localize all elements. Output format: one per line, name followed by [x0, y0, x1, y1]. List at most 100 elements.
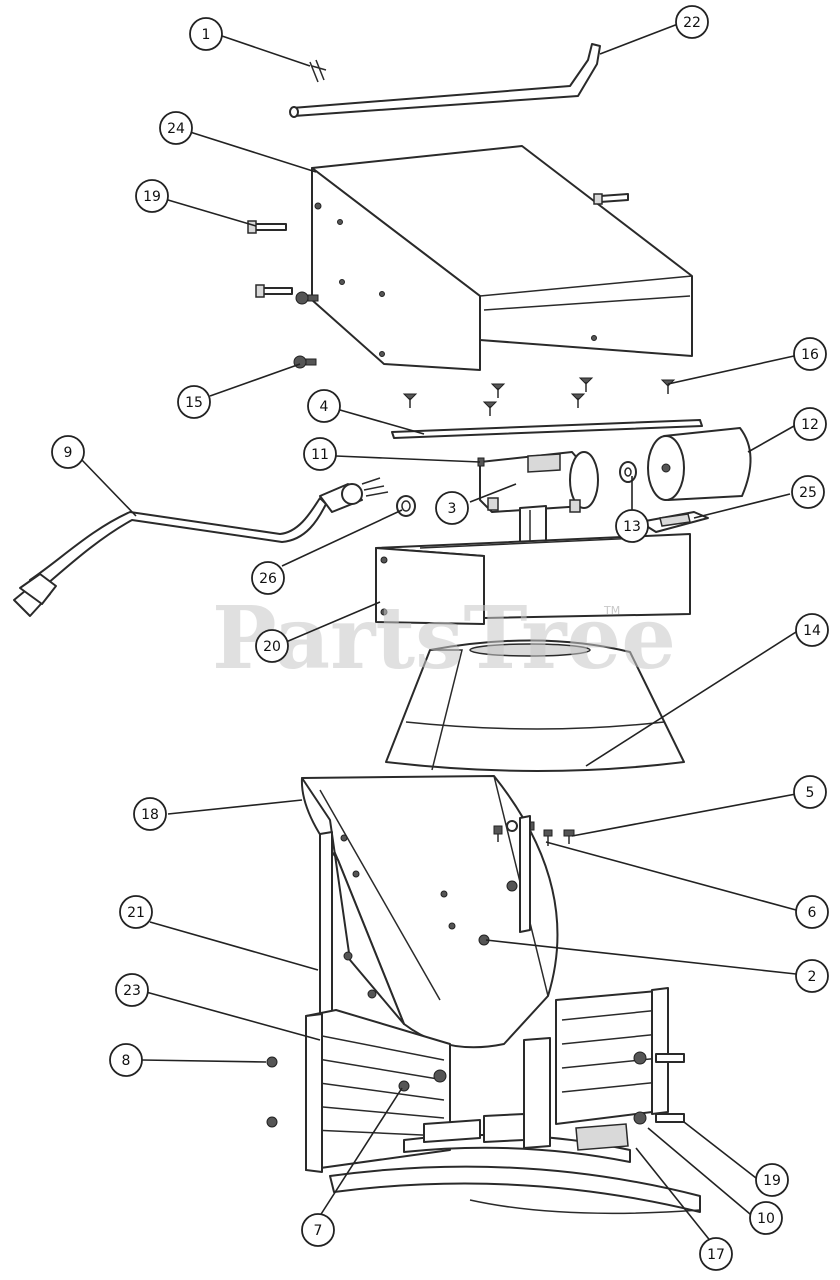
- callout-number: 1: [202, 27, 211, 43]
- watermark-brand: PartsTree: [212, 588, 676, 689]
- part-power-cord: [13, 477, 389, 617]
- callout-number: 21: [127, 905, 145, 921]
- part-funnel-shroud: [385, 639, 685, 772]
- callout-circle: [255, 629, 289, 663]
- callout-number: 4: [320, 399, 329, 415]
- part-electrical-box: [375, 533, 691, 625]
- callout-circle: [435, 491, 469, 525]
- callout-7: 7: [301, 1213, 335, 1247]
- callout-1: 1: [189, 17, 223, 51]
- callout-15: 15: [177, 385, 211, 419]
- callout-circle: [251, 561, 285, 595]
- part-gasket-sheet: [391, 419, 703, 439]
- callout-3: 3: [435, 491, 469, 525]
- callout-5: 5: [793, 775, 827, 809]
- callout-circle: [793, 337, 827, 371]
- callout-number: 14: [803, 623, 821, 639]
- callout-number: 3: [448, 501, 457, 517]
- callout-11: 11: [303, 437, 337, 471]
- callout-number: 20: [263, 639, 281, 655]
- callout-number: 22: [683, 15, 701, 31]
- callout-number: 23: [123, 983, 141, 999]
- callout-2: 2: [795, 959, 829, 993]
- callout-18: 18: [133, 797, 167, 831]
- part-washer: [619, 461, 637, 483]
- callout-number: 19: [143, 189, 161, 205]
- callout-14: 14: [795, 613, 829, 647]
- callout-number: 10: [757, 1211, 775, 1227]
- part-switch-bracket: [639, 511, 709, 533]
- callout-circle: [795, 895, 829, 929]
- callout-23: 23: [115, 973, 149, 1007]
- callout-22: 22: [675, 5, 709, 39]
- callout-circle: [791, 475, 825, 509]
- callout-13: 13: [615, 509, 649, 543]
- callout-25: 25: [791, 475, 825, 509]
- callout-circle: [177, 385, 211, 419]
- callout-circle: [133, 797, 167, 831]
- callout-circle: [301, 1213, 335, 1247]
- part-motor-cylinder: [647, 427, 752, 501]
- callout-number: 13: [623, 519, 641, 535]
- callout-circle: [749, 1201, 783, 1235]
- callout-circle: [115, 973, 149, 1007]
- callout-circle: [303, 437, 337, 471]
- callout-8: 8: [109, 1043, 143, 1077]
- callout-number: 18: [141, 807, 159, 823]
- part-hood-cover: [311, 145, 693, 371]
- callout-labels: 1 22 24 19 15 16 4 12 9 11 3 13 25 26 20 14 18 5 6 21 2 23 8 19…: [51, 5, 829, 1271]
- callout-circle: [119, 895, 153, 929]
- callout-19: 19: [135, 179, 169, 213]
- callout-circle: [675, 5, 709, 39]
- callout-number: 7: [314, 1223, 323, 1239]
- part-push-rivets: [402, 377, 676, 416]
- callout-number: 25: [799, 485, 817, 501]
- callout-number: 19: [763, 1173, 781, 1189]
- callout-circle: [109, 1043, 143, 1077]
- callout-number: 24: [167, 121, 185, 137]
- part-base-frame: [266, 951, 701, 1215]
- callout-4: 4: [307, 389, 341, 423]
- callout-circle: [51, 435, 85, 469]
- callout-number: 2: [808, 969, 817, 985]
- callout-20: 20: [255, 629, 289, 663]
- callout-circle: [793, 775, 827, 809]
- part-handle-rod: [289, 43, 601, 118]
- callout-number: 9: [64, 445, 73, 461]
- callout-circle: [159, 111, 193, 145]
- callout-number: 17: [707, 1247, 725, 1263]
- callout-9: 9: [51, 435, 85, 469]
- leader-lines: [79, 23, 797, 1249]
- callout-circle: [795, 959, 829, 993]
- callout-number: 5: [806, 785, 815, 801]
- callout-number: 12: [801, 417, 819, 433]
- callout-circle: [135, 179, 169, 213]
- hood-bolts: [247, 193, 629, 369]
- callout-16: 16: [793, 337, 827, 371]
- callout-circle: [615, 509, 649, 543]
- callout-number: 16: [801, 347, 819, 363]
- callout-24: 24: [159, 111, 193, 145]
- callout-circle: [189, 17, 223, 51]
- callout-circle: [795, 613, 829, 647]
- part-upright-bracket: [319, 815, 531, 1019]
- callout-circle: [793, 407, 827, 441]
- watermark-trademark: TM: [603, 604, 620, 617]
- part-motor-gearbox: [479, 451, 599, 560]
- callout-26: 26: [251, 561, 285, 595]
- callout-12: 12: [793, 407, 827, 441]
- part-clip-pin: [309, 59, 327, 83]
- part-side-grille-left: [305, 1009, 451, 1173]
- part-grommet: [396, 495, 416, 517]
- callout-17: 17: [699, 1237, 733, 1271]
- callout-circle: [307, 389, 341, 423]
- callout-number: 26: [259, 571, 277, 587]
- callout-number: 6: [808, 905, 817, 921]
- callout-number: 11: [311, 447, 329, 463]
- callout-10: 10: [749, 1201, 783, 1235]
- watermark: PartsTree TM: [212, 588, 676, 689]
- callout-number: 15: [185, 395, 203, 411]
- callout-number: 8: [122, 1053, 131, 1069]
